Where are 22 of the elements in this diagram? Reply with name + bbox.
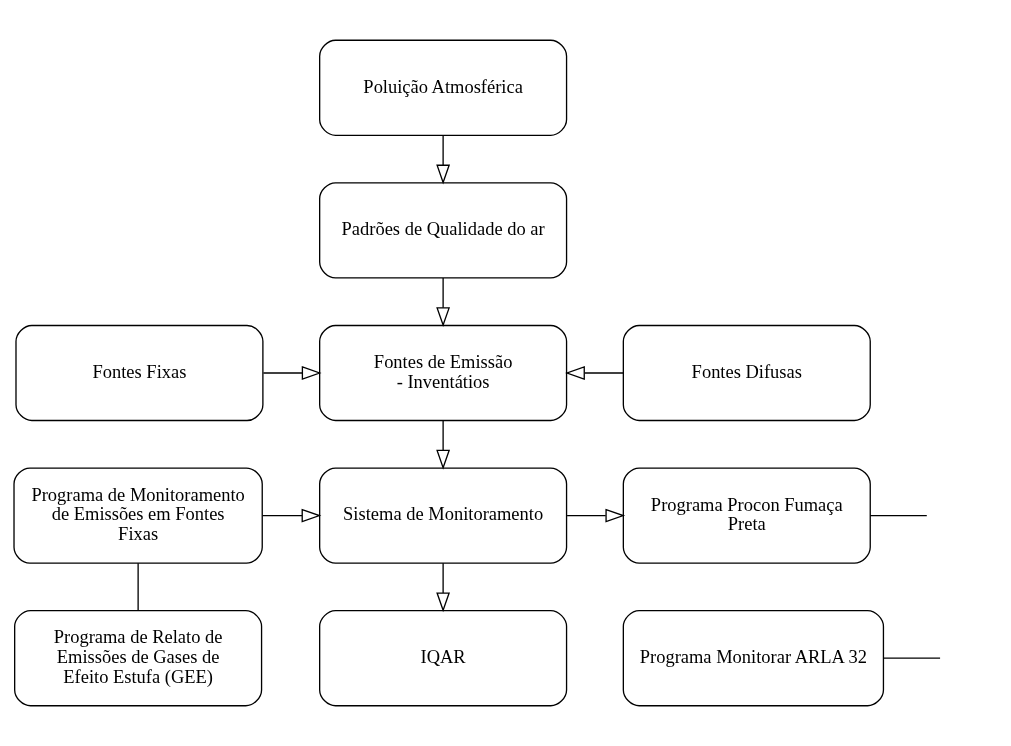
node-box: Fontes de Emissão - Inventátios <box>319 324 568 422</box>
node-box: Programa de Monitoramento de Emissões em Fontes Fixas <box>13 467 263 564</box>
arrow <box>566 508 626 523</box>
arrow <box>565 366 624 380</box>
node-box: Poluição Atmosférica <box>319 39 568 136</box>
arrow <box>262 366 322 380</box>
arrow <box>436 562 451 613</box>
node-box: IQAR <box>319 610 568 707</box>
node-box: Programa de Relato de Emissões de Gases de Efeito Estufa (GEE) <box>14 610 263 707</box>
arrow <box>436 134 451 185</box>
node-box: Fontes Fixas <box>15 324 264 422</box>
node-box: Programa Procon Fumaça Preta <box>622 467 871 564</box>
node-box: Fontes Difusas <box>622 324 871 422</box>
arrow <box>436 277 451 328</box>
node-box: Padrões de Qualidade do ar <box>319 182 568 279</box>
connector <box>869 514 928 517</box>
arrow <box>436 419 451 470</box>
connector <box>137 562 139 611</box>
connector <box>883 657 941 659</box>
arrow <box>261 508 322 523</box>
node-box: Programa Monitorar ARLA 32 <box>622 610 885 707</box>
node-box: Sistema de Monitoramento <box>319 467 568 564</box>
